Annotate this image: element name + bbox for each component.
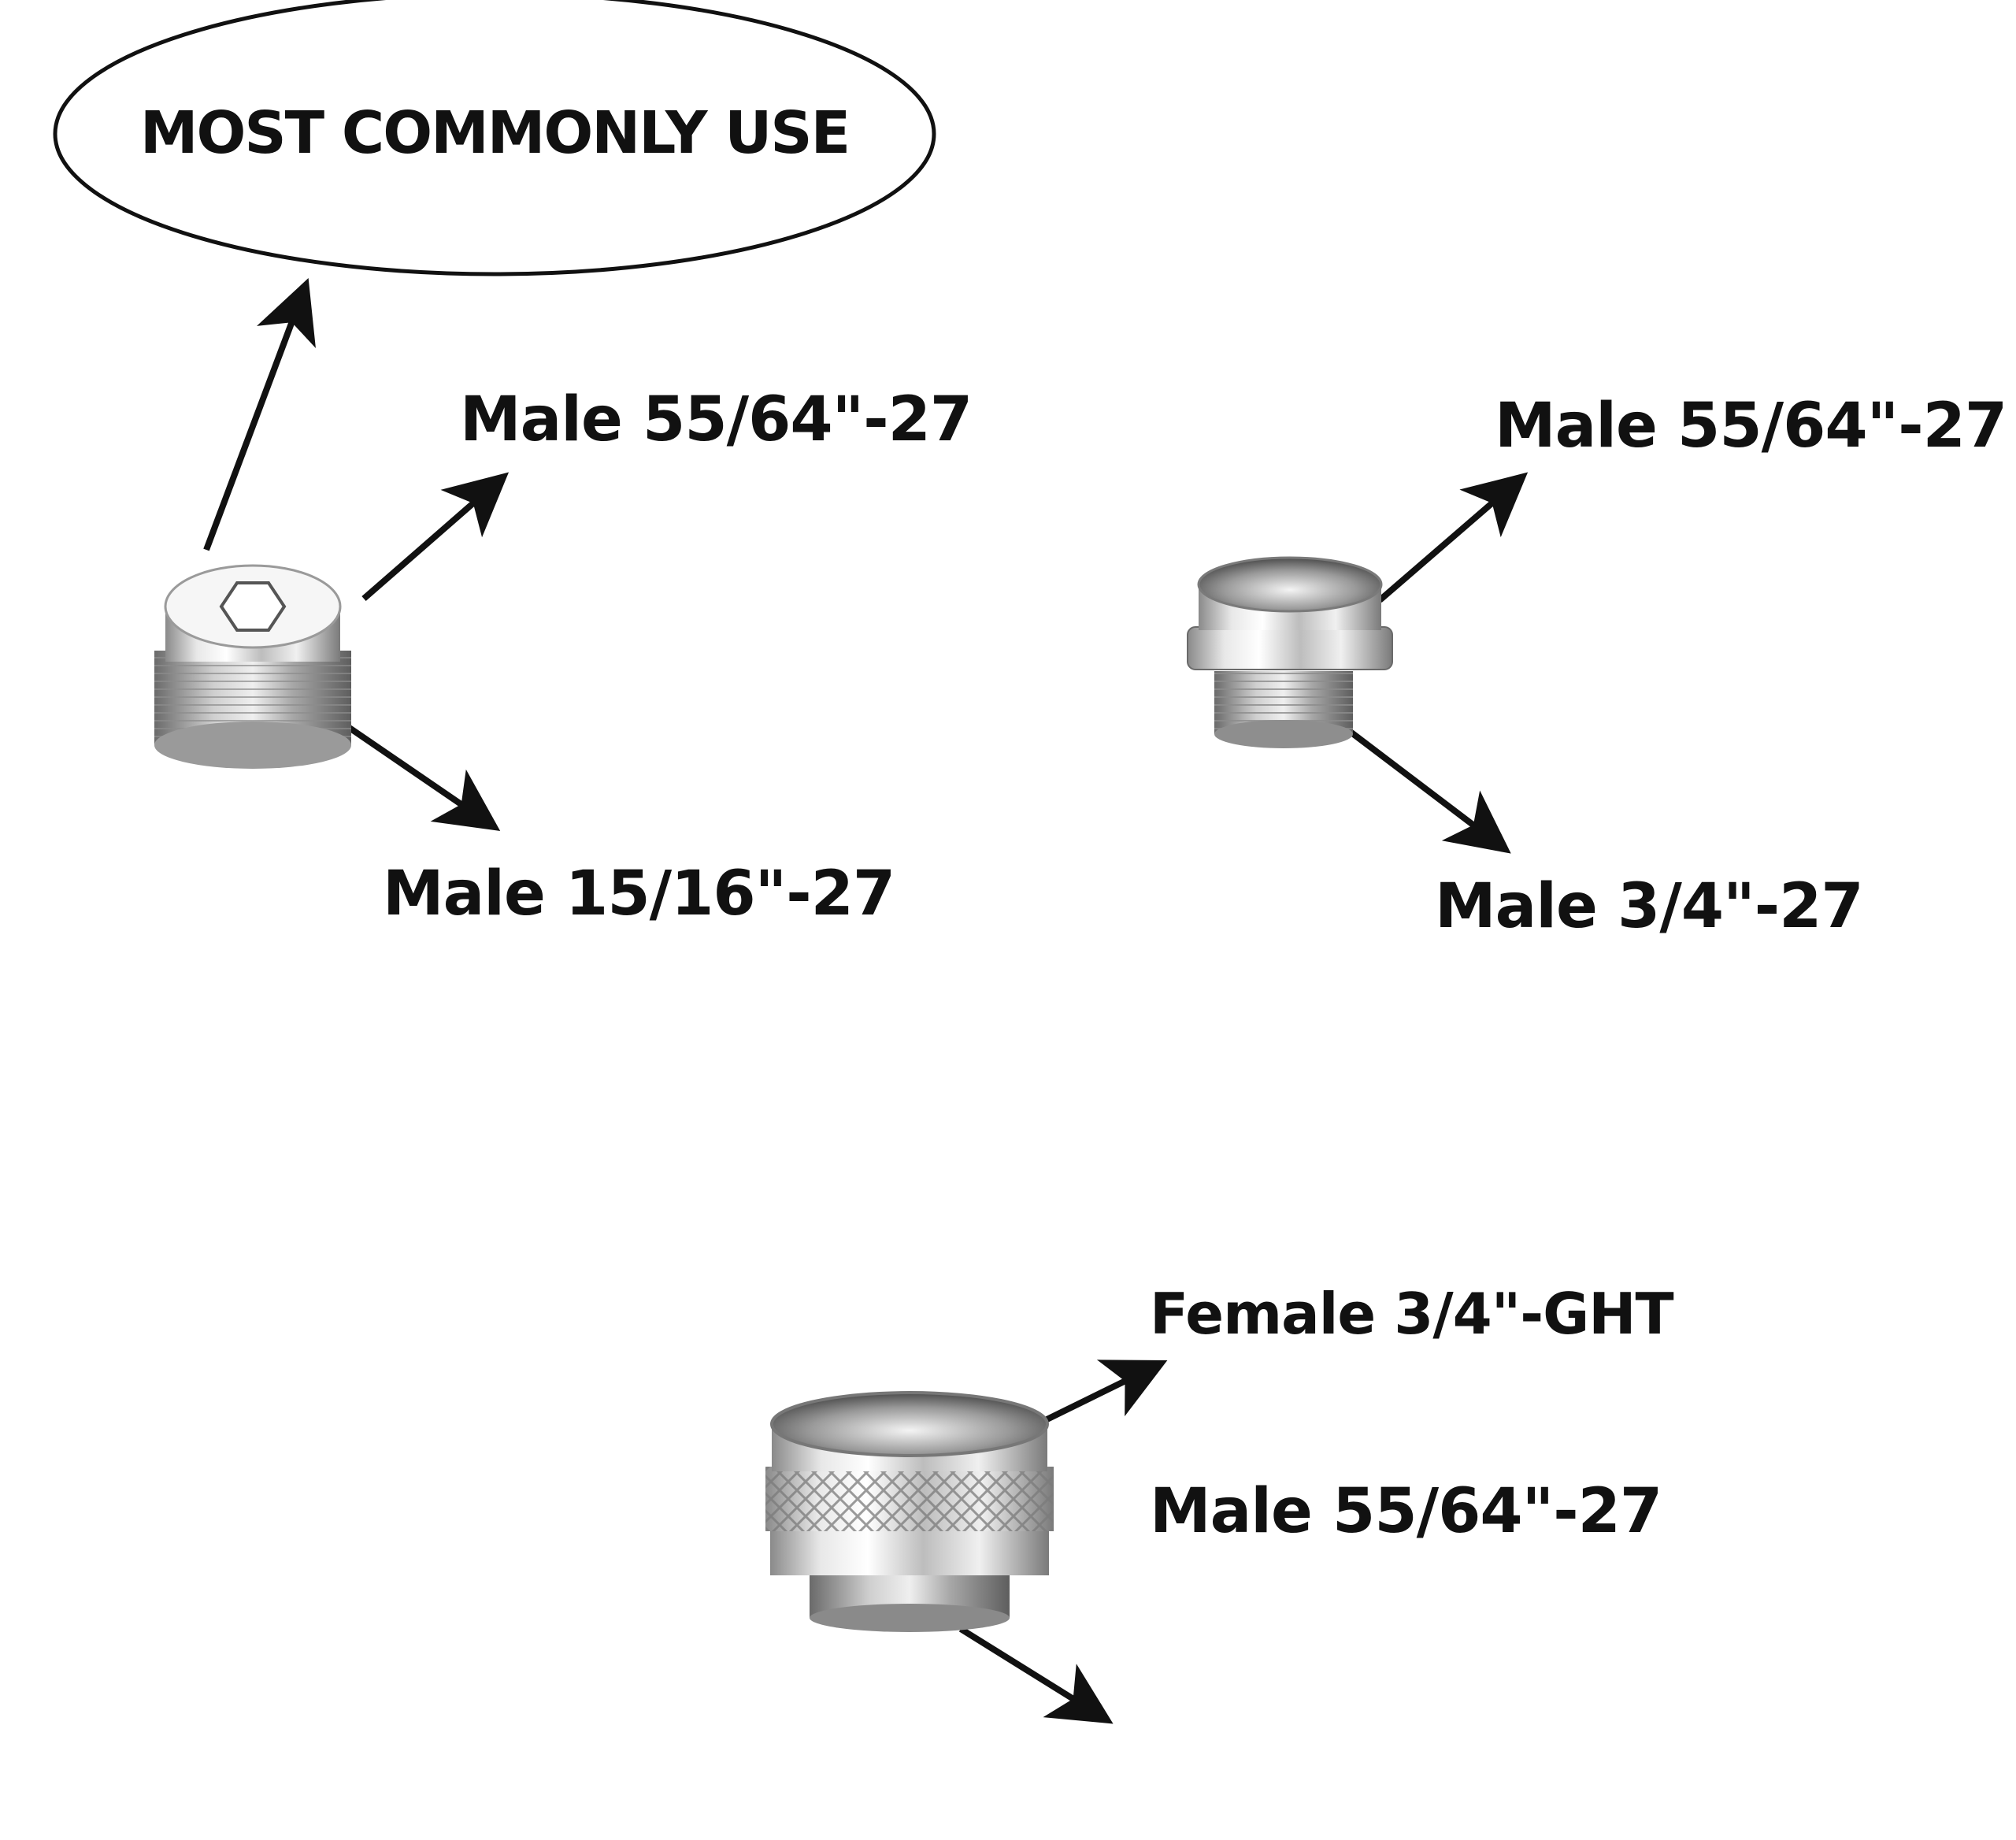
arrow-to-callout xyxy=(203,278,316,551)
adapter-3-top-thread-label: Female 3/4"-GHT xyxy=(1150,1281,1674,1347)
arrow-adapter1-bottom xyxy=(338,718,501,832)
adapter-2-top-thread-label: Male 55/64"-27 xyxy=(1495,391,2007,462)
arrow-adapter3-bottom xyxy=(958,1626,1114,1724)
adapter-3-image xyxy=(765,1391,1054,1632)
adapter-2-bottom-thread-label: Male 3/4"-27 xyxy=(1435,871,1864,942)
arrow-adapter1-top xyxy=(361,472,510,602)
adapter-2-image xyxy=(1187,556,1393,748)
callout-label: MOST COMMONLY USE xyxy=(139,99,850,167)
arrows xyxy=(203,278,1529,1724)
adapter-1-bottom-thread-label: Male 15/16"-27 xyxy=(383,859,895,929)
callout-ellipse xyxy=(53,0,936,276)
adapter-3-bottom-thread-label: Male 55/64"-27 xyxy=(1150,1476,1662,1547)
arrow-adapter2-bottom xyxy=(1349,729,1511,854)
arrow-adapter2-top xyxy=(1377,472,1529,603)
adapter-1-image xyxy=(154,564,351,769)
adapter-1-top-thread-label: Male 55/64"-27 xyxy=(460,384,973,455)
